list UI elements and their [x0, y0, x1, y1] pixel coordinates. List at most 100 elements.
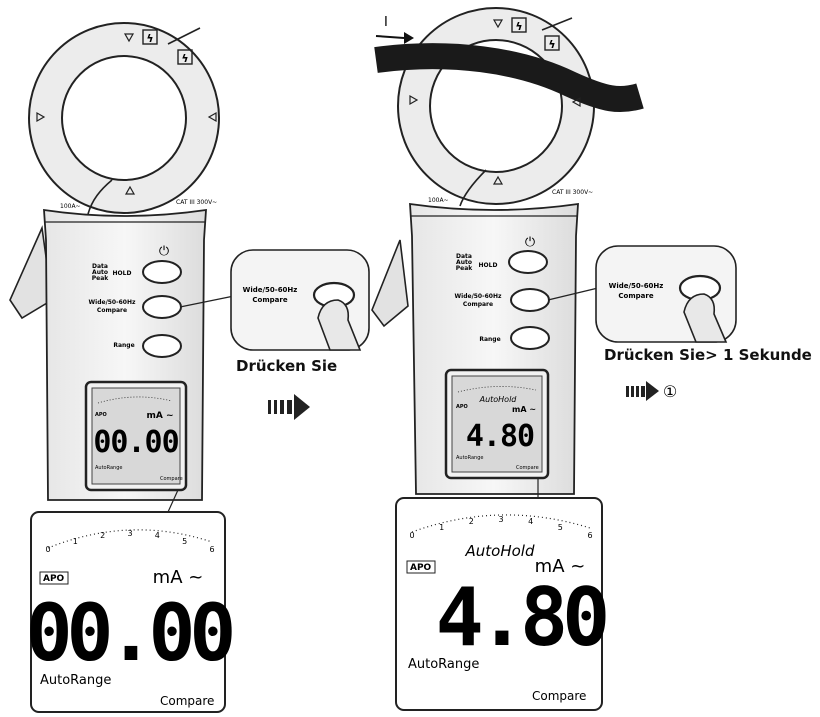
hold-button[interactable] [142, 260, 182, 284]
down-arrow-icon [123, 33, 135, 43]
wide-compare-button[interactable] [510, 288, 550, 312]
range-button-label: Range [113, 342, 134, 349]
small-lcd-reading: 00.00 [93, 425, 178, 460]
finger-icon [683, 293, 728, 343]
right-arrow-icon [409, 94, 419, 106]
right-arrow-icon [36, 111, 46, 123]
scale-tick-label: 0 [409, 531, 414, 540]
svg-text:Compare: Compare [252, 296, 287, 304]
zoom-lcd-apo: APO [43, 574, 65, 584]
scale-tick-label: 3 [127, 529, 132, 538]
svg-text:Compare: Compare [97, 307, 127, 314]
scale-tick-label: 5 [558, 523, 563, 532]
warning-icon [511, 17, 527, 33]
svg-text:ϟ: ϟ [548, 38, 555, 51]
scale-tick-label: 6 [587, 531, 592, 540]
arrow-right-icon [646, 381, 659, 401]
scale-tick-label: 4 [528, 517, 533, 526]
scale-tick-label: 1 [73, 537, 78, 546]
small-lcd-unit: mA ~ [512, 405, 536, 414]
small-lcd-autohold: AutoHold [479, 395, 518, 404]
svg-text:Compare: Compare [463, 301, 493, 308]
jaw-rating-left: 100A~ [60, 203, 81, 210]
range-button-label: Range [479, 336, 500, 343]
cable [374, 43, 644, 113]
jaw-rating-right: CAT III 300V~ [176, 199, 217, 206]
zoom-lcd-unit: mA ~ [535, 556, 586, 577]
small-lcd-apo: APO [456, 404, 468, 410]
zoom-lcd-apo: APO [410, 563, 432, 573]
small-lcd-unit: mA ~ [146, 411, 173, 421]
current-label: I [384, 15, 388, 30]
up-arrow-icon [492, 175, 504, 185]
down-arrow-icon [492, 19, 504, 29]
svg-text:ϟ: ϟ [181, 52, 188, 65]
warning-icon [177, 49, 193, 65]
scale-tick-label: 1 [439, 523, 444, 532]
zoom-lcd-right [395, 497, 603, 711]
zoom-lcd-reading: 00.00 [26, 589, 233, 679]
zoom-lcd-scale: 0 1 2 3 4 5 6 [409, 515, 592, 540]
right-meter-grip [371, 239, 409, 328]
zoom-lcd-compare: Compare [160, 694, 214, 708]
power-icon: ⏻ [159, 244, 169, 259]
svg-text:ϟ: ϟ [146, 32, 153, 45]
svg-text:HOLD: HOLD [479, 262, 498, 269]
wide-button-label: Wide/50-60Hz [455, 293, 502, 300]
wide-button-label: Wide/50-60Hz [89, 299, 136, 306]
svg-text:Wide/50-60Hz: Wide/50-60Hz [609, 282, 664, 290]
zoom-lcd-autohold: AutoHold [465, 542, 535, 560]
svg-text:ϟ: ϟ [515, 20, 522, 33]
zoom-lcd-reading: 4.80 [436, 571, 606, 664]
current-arrow [375, 35, 405, 39]
small-lcd-compare: Compare [160, 476, 183, 482]
small-lcd-autorange: AutoRange [95, 465, 122, 471]
scale-tick-label: 6 [209, 545, 214, 554]
warning-icon [142, 29, 158, 45]
press-callout-left: Wide/50-60Hz Compare [179, 249, 370, 351]
scale-tick-label: 5 [182, 537, 187, 546]
press-callout-right: Wide/50-60Hz Compare [547, 245, 737, 343]
small-lcd-apo: APO [95, 412, 107, 418]
zoom-lcd-autorange: AutoRange [40, 673, 111, 688]
zoom-lcd-autorange: AutoRange [408, 657, 479, 672]
range-button[interactable] [142, 334, 182, 358]
scale-tick-label: 2 [469, 517, 474, 526]
left-meter-jaw-opening [61, 55, 187, 181]
zoom-lcd-unit: mA ~ [153, 567, 204, 588]
left-arrow-icon [571, 96, 581, 108]
svg-text:Compare: Compare [618, 292, 653, 300]
jaw-rating-left: 100A~ [428, 197, 449, 204]
small-lcd-autorange: AutoRange [456, 455, 483, 461]
hold-button[interactable] [508, 250, 548, 274]
jaw-rating-right: CAT III 300V~ [552, 189, 593, 196]
small-lcd-compare: Compare [516, 465, 539, 471]
arrow-right-icon [294, 394, 310, 420]
zoom-lcd-left [30, 511, 226, 713]
left-arrow-icon [207, 111, 217, 123]
wide-compare-button[interactable] [142, 295, 182, 319]
step2-caption: Drücken Sie> 1 Sekunde [604, 346, 812, 364]
svg-text:HOLD: HOLD [113, 270, 132, 277]
step-arrow-2: ① [626, 381, 677, 401]
step-ref-icon: ① [663, 382, 677, 401]
warning-icon [544, 35, 560, 51]
zoom-lcd-compare: Compare [532, 689, 586, 703]
step-arrow-1 [268, 394, 310, 420]
up-arrow-icon [124, 185, 136, 195]
step1-caption: Drücken Sie [236, 357, 338, 375]
finger-icon [317, 299, 362, 351]
svg-text:Wide/50-60Hz: Wide/50-60Hz [243, 286, 298, 294]
scale-tick-label: 0 [45, 545, 50, 554]
scale-tick-label: 4 [155, 531, 160, 540]
scale-tick-label: 3 [498, 515, 503, 524]
range-button[interactable] [510, 326, 550, 350]
small-lcd-reading: 4.80 [466, 419, 534, 454]
power-icon: ⏻ [525, 235, 535, 250]
